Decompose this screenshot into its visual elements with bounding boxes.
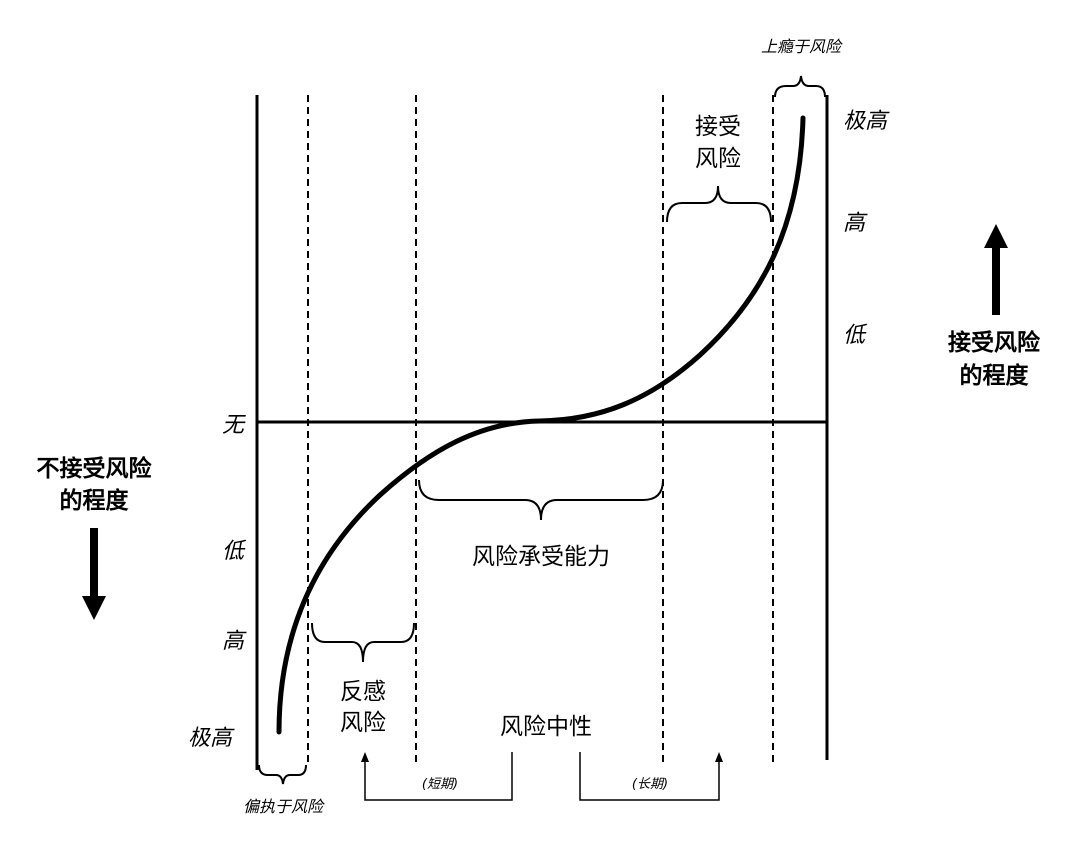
right-scale-extremely-high: 极高	[843, 109, 890, 134]
short-term-bracket	[364, 752, 513, 801]
paranoid-brace	[258, 764, 307, 785]
accept-risk-label-bottom: 风险	[695, 146, 741, 172]
accept-degree-label-line2: 的程度	[960, 362, 1030, 389]
averse-risk-label-top: 反感	[340, 679, 386, 705]
short-term-label: (短期)	[422, 777, 458, 792]
averse-risk-brace	[311, 622, 415, 663]
accept-risk-label-top: 接受	[695, 114, 741, 140]
risk-neutral-label: 风险中性	[500, 714, 592, 740]
left-scale-high: 高	[222, 629, 247, 654]
accept-risk-brace	[666, 185, 772, 223]
addicted-brace	[774, 75, 826, 98]
risk-appetite-curve	[276, 115, 806, 735]
paranoid-label: 偏执于风险	[243, 797, 325, 816]
right-scale-high: 高	[843, 211, 868, 236]
not-accept-degree-label-line1: 不接受风险	[37, 455, 153, 482]
risk-capacity-brace	[418, 479, 664, 521]
left-scale-extremely-high: 极高	[188, 726, 235, 751]
addicted-label: 上瘾于风险	[761, 37, 843, 56]
dashed-dividers	[307, 95, 774, 762]
not-accept-degree-label-line2: 的程度	[60, 487, 130, 514]
down-arrow-icon	[82, 528, 106, 620]
long-term-label: (长期)	[632, 777, 668, 792]
long-term-arrowhead	[715, 752, 723, 762]
averse-risk-label-bottom: 风险	[340, 710, 386, 736]
right-scale-low: 低	[843, 323, 868, 348]
accept-degree-label-line1: 接受风险	[948, 329, 1041, 356]
up-arrow-icon	[984, 224, 1008, 315]
left-scale-none: 无	[222, 413, 246, 438]
risk-capacity-label: 风险承受能力	[472, 544, 610, 570]
left-scale-low: 低	[222, 539, 247, 564]
short-term-arrowhead	[361, 752, 369, 762]
long-term-bracket	[579, 752, 720, 801]
